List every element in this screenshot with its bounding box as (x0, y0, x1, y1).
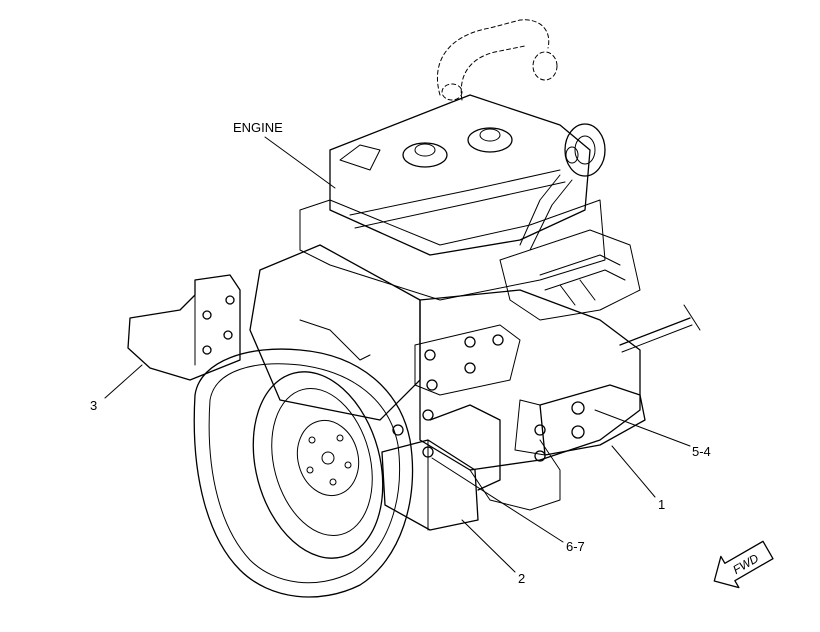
front-pulley (564, 123, 606, 177)
leader-3 (104, 364, 143, 399)
label-part-1: 1 (658, 497, 665, 512)
label-part-6-7: 6-7 (566, 539, 585, 554)
leader-lines (104, 136, 691, 573)
intake-pipe (436, 19, 558, 101)
leader-2 (461, 519, 516, 573)
leader-engine (264, 136, 336, 189)
fwd-arrow-icon: FWD (713, 540, 774, 589)
bracket-1 (514, 384, 646, 462)
flywheel (252, 371, 384, 559)
flywheel-housing (193, 348, 414, 598)
bracket-2 (381, 404, 501, 531)
injection-pump (499, 174, 641, 321)
label-part-3: 3 (90, 398, 97, 413)
fwd-label: FWD (730, 551, 761, 577)
leader-1 (611, 445, 656, 498)
label-part-2: 2 (518, 571, 525, 586)
label-part-5-4: 5-4 (692, 444, 711, 459)
engine-head (299, 94, 606, 301)
leader-6-7 (431, 457, 564, 543)
bracket-3 (127, 274, 241, 381)
engine-block (249, 244, 641, 511)
leader-5-4 (594, 409, 691, 447)
label-engine: ENGINE (233, 120, 283, 135)
dipstick (619, 304, 701, 353)
